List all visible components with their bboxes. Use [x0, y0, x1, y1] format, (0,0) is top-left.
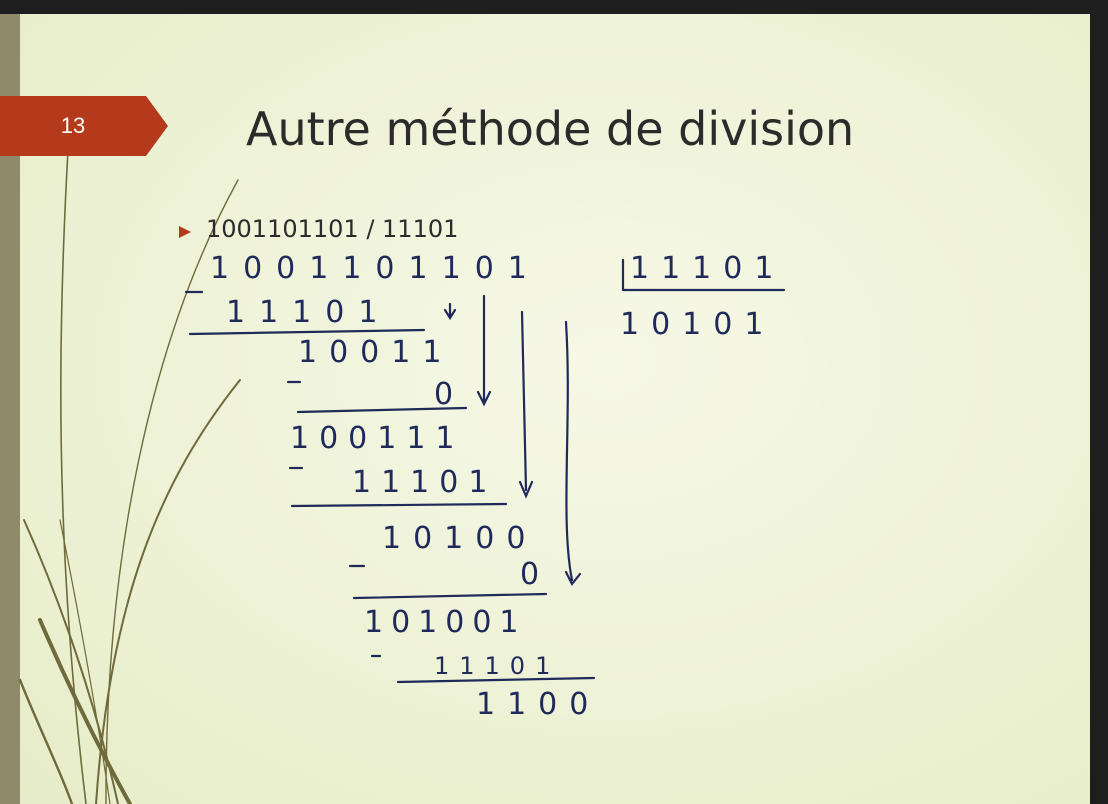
- dividend-row: 1001101101: [210, 251, 541, 286]
- step-row-4: 100111: [290, 421, 465, 456]
- slide-number: 13: [60, 113, 86, 138]
- step-subtract-row-2: 11101: [352, 465, 497, 500]
- left-accent-strip: [0, 14, 20, 804]
- bullet-arrow-icon: [179, 226, 191, 238]
- step-subtract-row: 11101: [226, 295, 391, 330]
- quotient: 10101: [620, 307, 775, 342]
- right-frame-bar: [1090, 0, 1108, 804]
- step-row-7: 101001: [364, 605, 527, 640]
- slide-number-badge: [0, 96, 168, 156]
- step-result-row-2: 10100: [382, 521, 537, 556]
- step-zero-row: 0: [434, 377, 453, 412]
- step-zero-row-2: 0: [520, 557, 539, 592]
- remainder: 1100: [476, 687, 600, 722]
- step-result-row: 10011: [298, 335, 453, 370]
- bullet-text: 1001101101 / 11101: [206, 215, 459, 243]
- top-frame-bar: [0, 0, 1108, 14]
- step-subtract-row-3: 11101: [434, 652, 560, 680]
- divisor: 11101: [630, 251, 785, 286]
- slide-title: Autre méthode de division: [246, 102, 855, 156]
